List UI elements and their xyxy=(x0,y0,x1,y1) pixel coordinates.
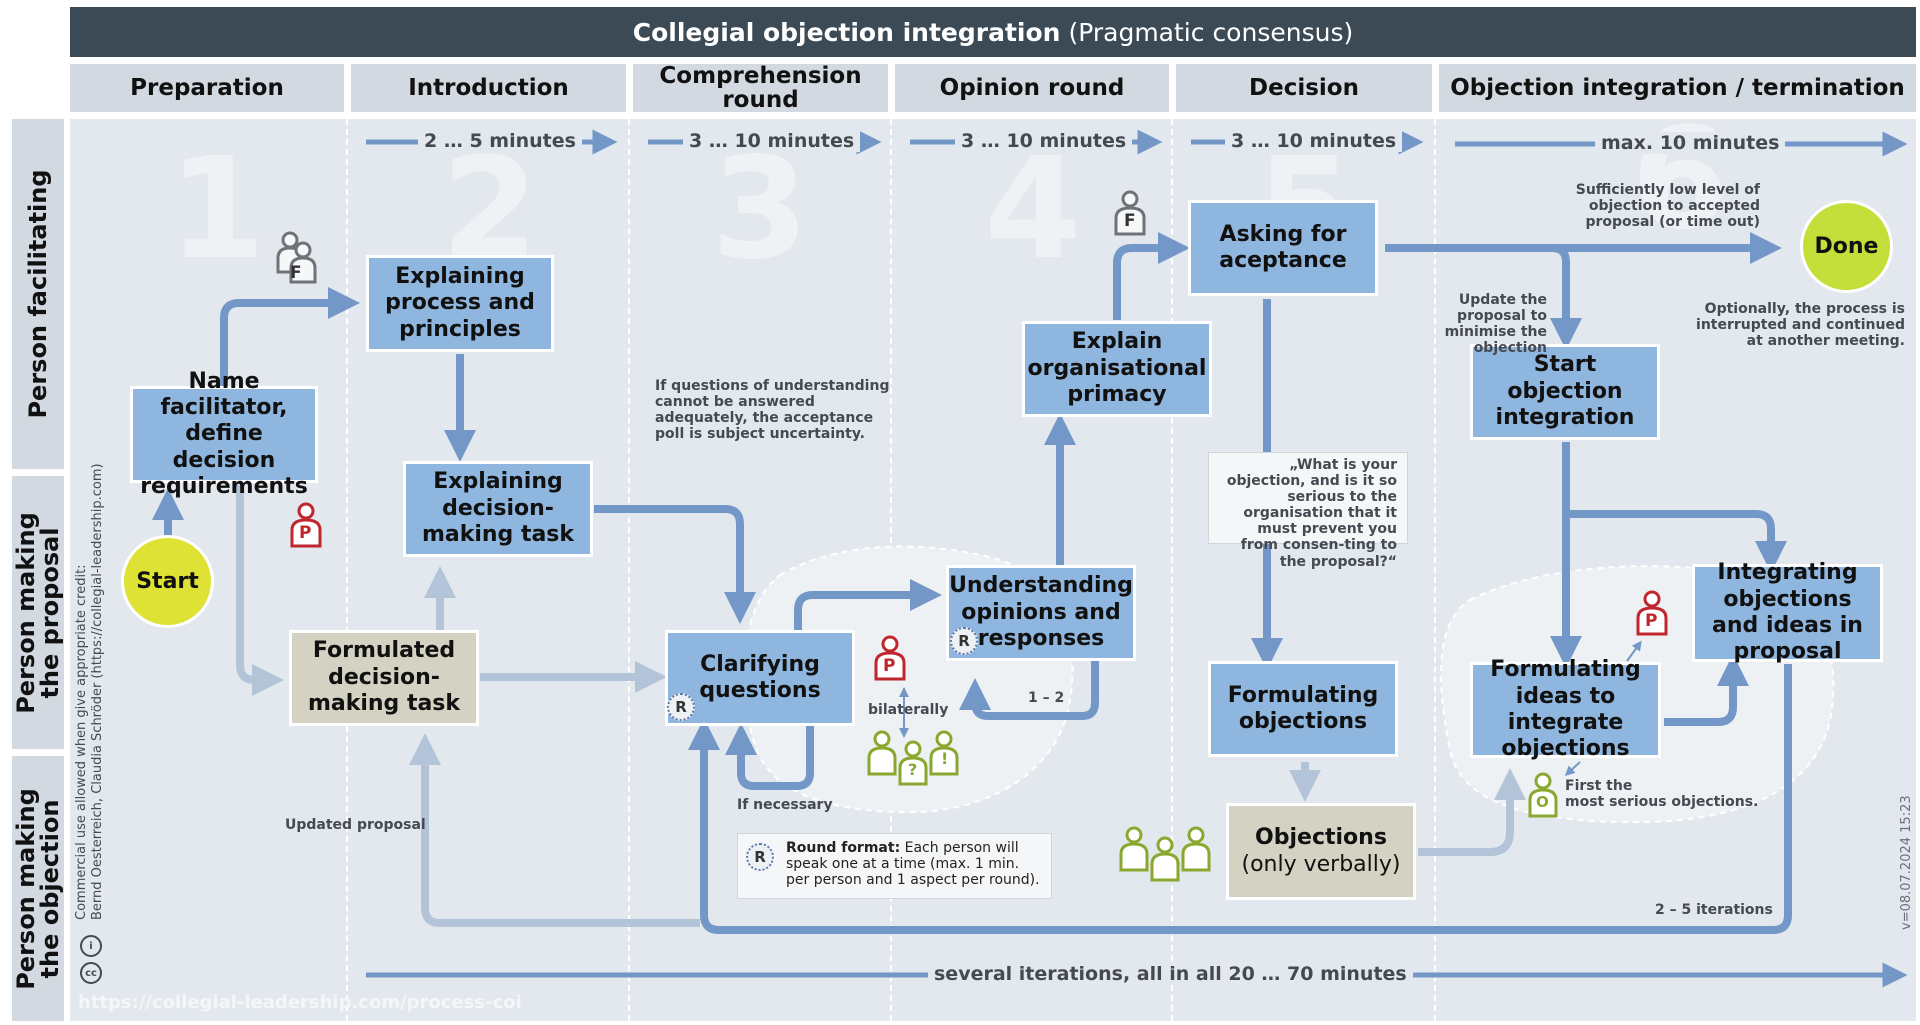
duration-opinion: 3 … 10 minutes xyxy=(955,130,1133,152)
note-if-necessary: If necessary xyxy=(737,797,833,813)
note-bilaterally: bilaterally xyxy=(868,702,949,718)
total-duration: several iterations, all in all 20 … 70 m… xyxy=(928,963,1413,985)
explaining-task-box: Explaining decision-making task xyxy=(403,461,593,557)
note-iterations: 2 – 5 iterations xyxy=(1655,902,1773,918)
step-number-3: 3 xyxy=(711,128,809,291)
objections-label: Objections xyxy=(1255,825,1387,851)
proposer-icon xyxy=(290,502,322,548)
objector-badge: O xyxy=(1536,793,1549,811)
explaining-process-box: Explaining process and principles xyxy=(366,255,554,352)
proposer-icon xyxy=(1636,590,1668,636)
source-link[interactable]: https://collegial-leadership.com/process… xyxy=(78,992,522,1013)
facilitator-icon xyxy=(1114,190,1146,236)
note-one-two: 1 – 2 xyxy=(1028,690,1065,706)
facilitator-icon xyxy=(276,231,317,284)
integrating-objections-box: Integrating objections and ideas in prop… xyxy=(1692,560,1883,664)
question-badge: ? xyxy=(908,760,918,779)
phase-preparation: Preparation xyxy=(70,64,344,112)
proposer-badge: P xyxy=(299,523,312,543)
name-facilitator-box: Name facilitator, define decision requir… xyxy=(130,369,318,499)
creative-commons-icon: cc xyxy=(80,962,102,984)
note-sufficiently: Sufficiently low level of objection to a… xyxy=(1575,182,1760,231)
objector-icon xyxy=(1528,772,1558,818)
asking-acceptance-box: Asking for aceptance xyxy=(1188,200,1378,296)
title-bar: Collegial objection integration (Pragmat… xyxy=(70,7,1916,57)
understanding-opinions-box: Understanding opinions and responses xyxy=(946,565,1136,661)
round-format-badge: R xyxy=(950,627,978,655)
formulating-objections-box: Formulating objections xyxy=(1208,661,1398,757)
start-node: Start xyxy=(121,535,214,628)
column-divider xyxy=(1434,119,1436,1021)
note-first-serious-2: most serious objections. xyxy=(1565,794,1759,811)
objectors-group-icon xyxy=(1119,826,1211,882)
note-update: Update the proposal to minimise the obje… xyxy=(1444,292,1547,357)
round-format-box: Round format: Each person will speak one… xyxy=(737,833,1052,899)
duration-comprehension: 3 … 10 minutes xyxy=(683,130,861,152)
round-format-title: Round format: xyxy=(786,840,901,856)
done-node: Done xyxy=(1800,200,1893,293)
column-divider xyxy=(628,119,630,1021)
facilitator-badge: F xyxy=(290,263,302,283)
proposer-badge: P xyxy=(883,656,896,676)
title-subtitle: (Pragmatic consensus) xyxy=(1068,17,1354,47)
note-optionally: Optionally, the process is interrupted a… xyxy=(1696,301,1905,350)
note-updated-proposal: Updated proposal xyxy=(285,817,426,833)
lane-facilitating: Person facilitating xyxy=(12,119,64,469)
round-format-text: Each person will speak one at a time (ma… xyxy=(786,840,1040,889)
objectors-group-icon xyxy=(867,730,959,786)
phase-introduction: Introduction xyxy=(351,64,626,112)
facilitator-badge: F xyxy=(1124,211,1136,231)
column-divider xyxy=(346,119,348,1021)
step-number-1: 1 xyxy=(168,128,266,291)
credit-line-1: Commercial use allowed when give appropr… xyxy=(74,564,89,920)
objections-sublabel: (only verbally) xyxy=(1241,851,1401,877)
phase-decision: Decision xyxy=(1176,64,1432,112)
license-icon: i xyxy=(80,935,102,957)
note-first-serious-1: First the xyxy=(1565,778,1633,794)
version-label: v=08.07.2024 15:23 xyxy=(1899,795,1914,930)
objections-box: Objections (only verbally) xyxy=(1226,803,1416,900)
duration-objection: max. 10 minutes xyxy=(1595,132,1786,154)
duration-introduction: 2 … 5 minutes xyxy=(418,130,582,152)
clarifying-questions-box: Clarifying questions xyxy=(665,630,855,726)
round-format-badge: R xyxy=(746,843,774,871)
formulated-task-box: Formulated decision-making task xyxy=(289,630,479,726)
formulating-ideas-box: Formulating ideas to integrate objection… xyxy=(1470,657,1661,761)
column-divider xyxy=(1171,119,1173,1021)
start-integration-box: Start objection integration xyxy=(1470,344,1660,440)
duration-decision: 3 … 10 minutes xyxy=(1225,130,1403,152)
note-comprehension: If questions of understanding cannot be … xyxy=(655,378,890,443)
round-format-badge: R xyxy=(667,693,695,721)
explain-primacy-box: Explain organisational primacy xyxy=(1022,321,1212,417)
exclaim-badge: ! xyxy=(941,749,949,768)
title-bold: Collegial objection integration xyxy=(632,17,1061,47)
phase-comprehension: Comprehension round xyxy=(633,64,888,112)
lane-objection: Person making the objection xyxy=(12,756,64,1021)
credit-line-2: Bernd Oesterreich, Claudia Schröder (htt… xyxy=(90,463,105,920)
phase-opinion: Opinion round xyxy=(895,64,1169,112)
proposer-icon xyxy=(874,635,906,681)
step-number-4: 4 xyxy=(984,128,1082,291)
note-question: „What is your objection, and is it so se… xyxy=(1208,452,1408,570)
proposer-badge: P xyxy=(1645,611,1658,631)
phase-objection-integration: Objection integration / termination xyxy=(1439,64,1916,112)
lane-proposal: Person making the proposal xyxy=(12,476,64,749)
note-first-serious: First the most serious objections. xyxy=(1565,778,1765,810)
